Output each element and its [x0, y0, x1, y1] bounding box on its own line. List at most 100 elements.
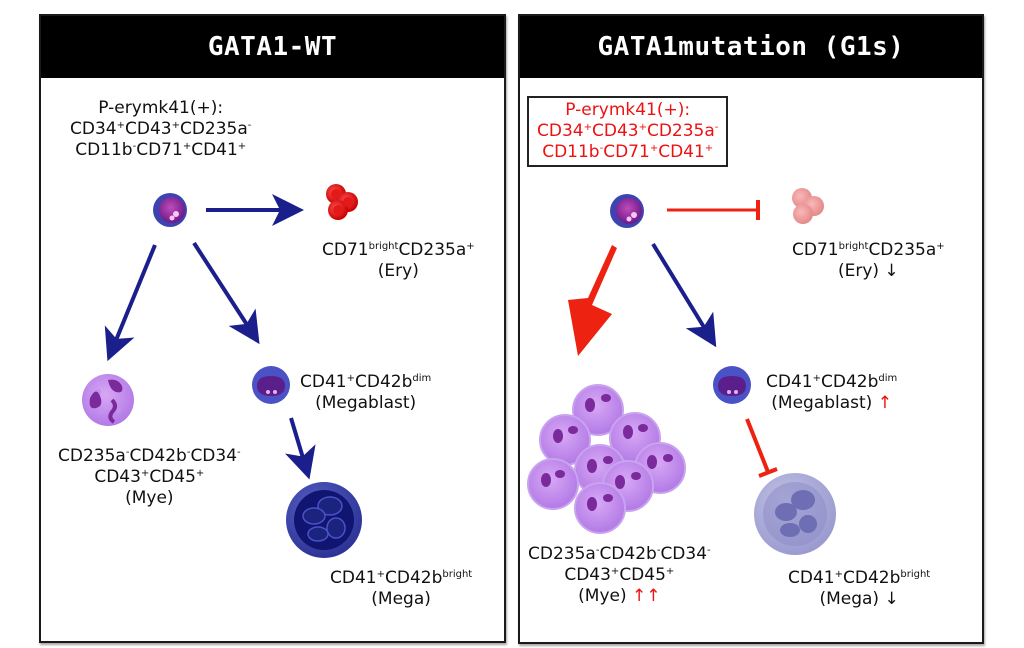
arrow-progenitor-to-megablast [651, 242, 717, 348]
marker-name: CD43 [564, 565, 611, 585]
megakaryocyte-label: CD41+CD42bbright(Mega) [330, 568, 472, 610]
arrow-progenitor-to-megablast [192, 241, 260, 345]
marker-sign: - [707, 545, 711, 556]
inhibit-progenitor-to-ery [667, 200, 760, 220]
population-name: (Mega) [371, 589, 431, 609]
marker-sign: + [182, 141, 192, 152]
marker-name: CD71 [136, 140, 183, 160]
marker-sign: + [610, 566, 620, 577]
marker-name: CD71 [792, 240, 839, 260]
erythroid-label: CD71brightCD235a+(Ery) [322, 240, 475, 282]
marker-name: CD42b [129, 446, 187, 466]
marker-sign: - [656, 545, 661, 556]
population-name: (Mye) [125, 488, 174, 508]
marker-name: CD34 [660, 544, 708, 564]
marker-sign: - [714, 122, 719, 133]
marker-sign: bright [900, 569, 931, 580]
marker-sign: + [704, 143, 714, 154]
marker-sign: + [583, 122, 592, 133]
myeloid-cell-icon [82, 374, 134, 426]
arrow-megablast-to-mega [284, 417, 316, 480]
megakaryocyte-label: CD41+CD42bbright (Mega) ↓ [788, 568, 930, 610]
megakaryocyte-cell-icon [286, 482, 362, 558]
progenitor-cell-icon [153, 193, 187, 227]
marker-name: CD235a [58, 446, 126, 466]
marker-sign: + [346, 373, 355, 384]
marker-sign: bright [442, 569, 473, 580]
change-indicator: ↑↑ [626, 586, 661, 606]
arrow-progenitor-to-mye [104, 244, 157, 362]
marker-name: CD42b [354, 372, 413, 392]
marker-name: CD34 [537, 121, 584, 141]
marker-name: CD41 [191, 140, 238, 160]
progenitor-name: P-erymk41(+): [98, 98, 224, 118]
marker-sign: - [237, 447, 241, 458]
marker-sign: + [936, 241, 945, 252]
myeloid-label: CD235a-CD42b-CD34-CD43+CD45+(Mye) ↑↑ [528, 544, 711, 607]
megablast-cell-icon [713, 366, 751, 404]
panel-gata1-mutation: GATA1mutation (G1s) [518, 14, 984, 644]
marker-sign: - [186, 447, 191, 458]
marker-name: CD41 [300, 372, 347, 392]
change-indicator: ↓ [879, 589, 899, 609]
marker-sign: bright [368, 241, 399, 252]
marker-name: CD43 [591, 121, 639, 141]
population-name: (Ery) [837, 261, 880, 281]
marker-name: CD43 [124, 119, 172, 139]
marker-name: CD42b [820, 372, 879, 392]
change-indicator: ↑ [872, 393, 892, 413]
marker-sign: dim [412, 373, 432, 384]
panel-title: GATA1mutation (G1s) [520, 16, 982, 78]
marker-name: CD11b [542, 142, 600, 162]
marker-name: CD235a [398, 240, 467, 260]
population-name: (Ery) [377, 261, 419, 281]
marker-name: CD11b [75, 140, 133, 160]
marker-sign: + [466, 241, 475, 252]
population-name: (Mye) [578, 586, 627, 606]
marker-sign: + [195, 468, 205, 479]
marker-name: CD41 [788, 568, 835, 588]
marker-name: CD41 [658, 142, 705, 162]
erythrocyte-cluster-icon [326, 184, 358, 220]
marker-sign: + [665, 566, 675, 577]
marker-sign: + [638, 122, 647, 133]
marker-name: CD235a [179, 119, 248, 139]
marker-name: CD235a [868, 240, 937, 260]
marker-sign: + [812, 373, 821, 384]
change-indicator: ↓ [879, 261, 899, 281]
marker-sign: + [834, 569, 843, 580]
marker-name: CD42b [384, 568, 443, 588]
marker-name: CD235a [528, 544, 596, 564]
progenitor-name: P-erymk41(+): [565, 100, 691, 120]
population-name: (Mega) [819, 589, 880, 609]
progenitor-label: P-erymk41(+):CD34+CD43+CD235a-CD11b-CD71… [527, 96, 729, 167]
marker-name: CD43 [94, 467, 141, 487]
marker-name: CD45 [149, 467, 196, 487]
marker-name: CD71 [603, 142, 650, 162]
marker-name: CD42b [599, 544, 657, 564]
marker-sign: - [599, 143, 604, 154]
myeloid-label: CD235a-CD42b-CD34-CD43+CD45+(Mye) [58, 446, 241, 509]
progenitor-cell-icon [610, 194, 644, 228]
erythroid-label: CD71brightCD235a+(Ery) ↓ [792, 240, 945, 282]
marker-name: CD42b [842, 568, 901, 588]
progenitor-label: P-erymk41(+):CD34+CD43+CD235a-CD11b-CD71… [70, 98, 251, 161]
strong-arrow-progenitor-to-mye [568, 242, 617, 356]
marker-sign: + [237, 141, 247, 152]
marker-sign: - [132, 141, 137, 152]
marker-name: CD34 [70, 119, 117, 139]
population-name: (Megablast) [315, 393, 417, 413]
marker-name: CD34 [190, 446, 238, 466]
marker-name: CD41 [766, 372, 813, 392]
megablast-cell-icon [252, 366, 290, 404]
marker-sign: + [171, 120, 180, 131]
marker-sign: + [140, 468, 150, 479]
marker-sign: dim [878, 373, 898, 384]
megakaryocyte-reduced-icon [754, 473, 836, 555]
inhibit-megablast-to-mega [745, 418, 778, 478]
erythrocyte-cluster-reduced-icon [792, 188, 824, 224]
marker-name: CD235a [646, 121, 715, 141]
marker-sign: + [116, 120, 125, 131]
panel-title: GATA1-WT [41, 16, 504, 78]
